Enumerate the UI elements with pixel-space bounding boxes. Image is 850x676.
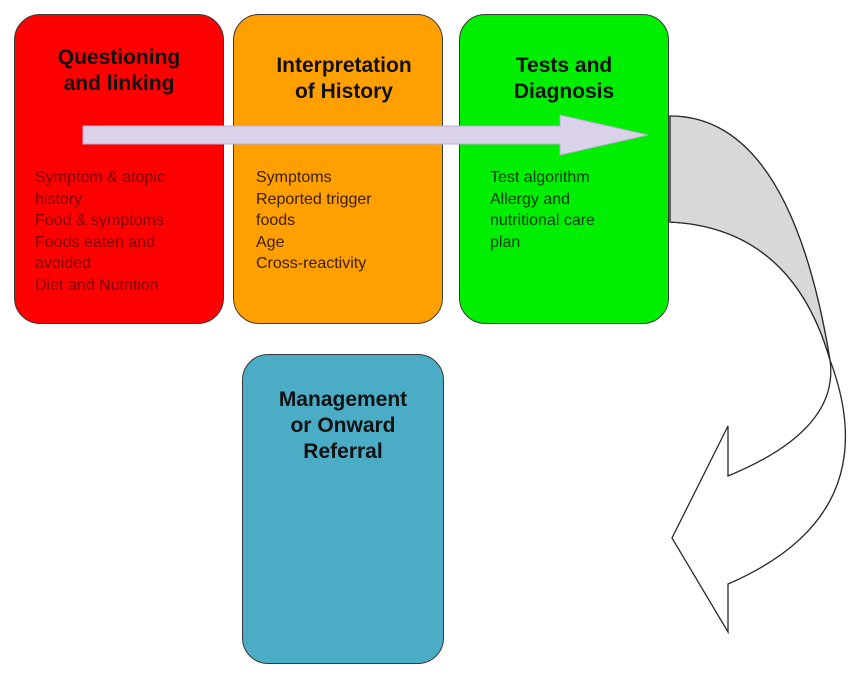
questioning-box: Questioning and linking Symptom & atopic…	[14, 14, 224, 324]
interpretation-list: Symptoms Reported trigger foods Age Cros…	[256, 167, 372, 275]
questioning-title: Questioning and linking	[57, 46, 181, 95]
tests-box: Tests and Diagnosis Test algorithm Aller…	[459, 14, 669, 324]
curved-arrow-shadow	[669, 115, 831, 361]
tests-title: Tests and Diagnosis	[513, 54, 615, 103]
interpretation-item: Reported trigger foods	[256, 190, 372, 230]
interpretation-item: Symptoms	[256, 169, 332, 186]
interpretation-item: Cross-reactivity	[256, 255, 367, 272]
management-title: Management or Onward Referral	[278, 388, 408, 463]
questioning-list: Symptom & atopic history Food & symptoms…	[35, 167, 165, 296]
tests-item: Test algorithm	[490, 169, 590, 186]
questioning-item: Food & symptoms	[35, 212, 164, 229]
questioning-item: Foods eaten and avoided	[35, 233, 156, 273]
tests-item: Allergy and nutritional care plan	[490, 190, 595, 251]
management-box: Management or Onward Referral	[242, 354, 444, 664]
curved-arrow-band	[669, 115, 847, 635]
tests-list: Test algorithm Allergy and nutritional c…	[490, 167, 595, 253]
questioning-item: Diet and Nutrition	[35, 276, 159, 294]
interpretation-title: Interpretation of History	[276, 54, 412, 103]
questioning-item: Symptom & atopic history	[35, 169, 165, 208]
interpretation-item: Age	[256, 233, 285, 251]
interpretation-box: Interpretation of History Symptoms Repor…	[233, 14, 443, 324]
